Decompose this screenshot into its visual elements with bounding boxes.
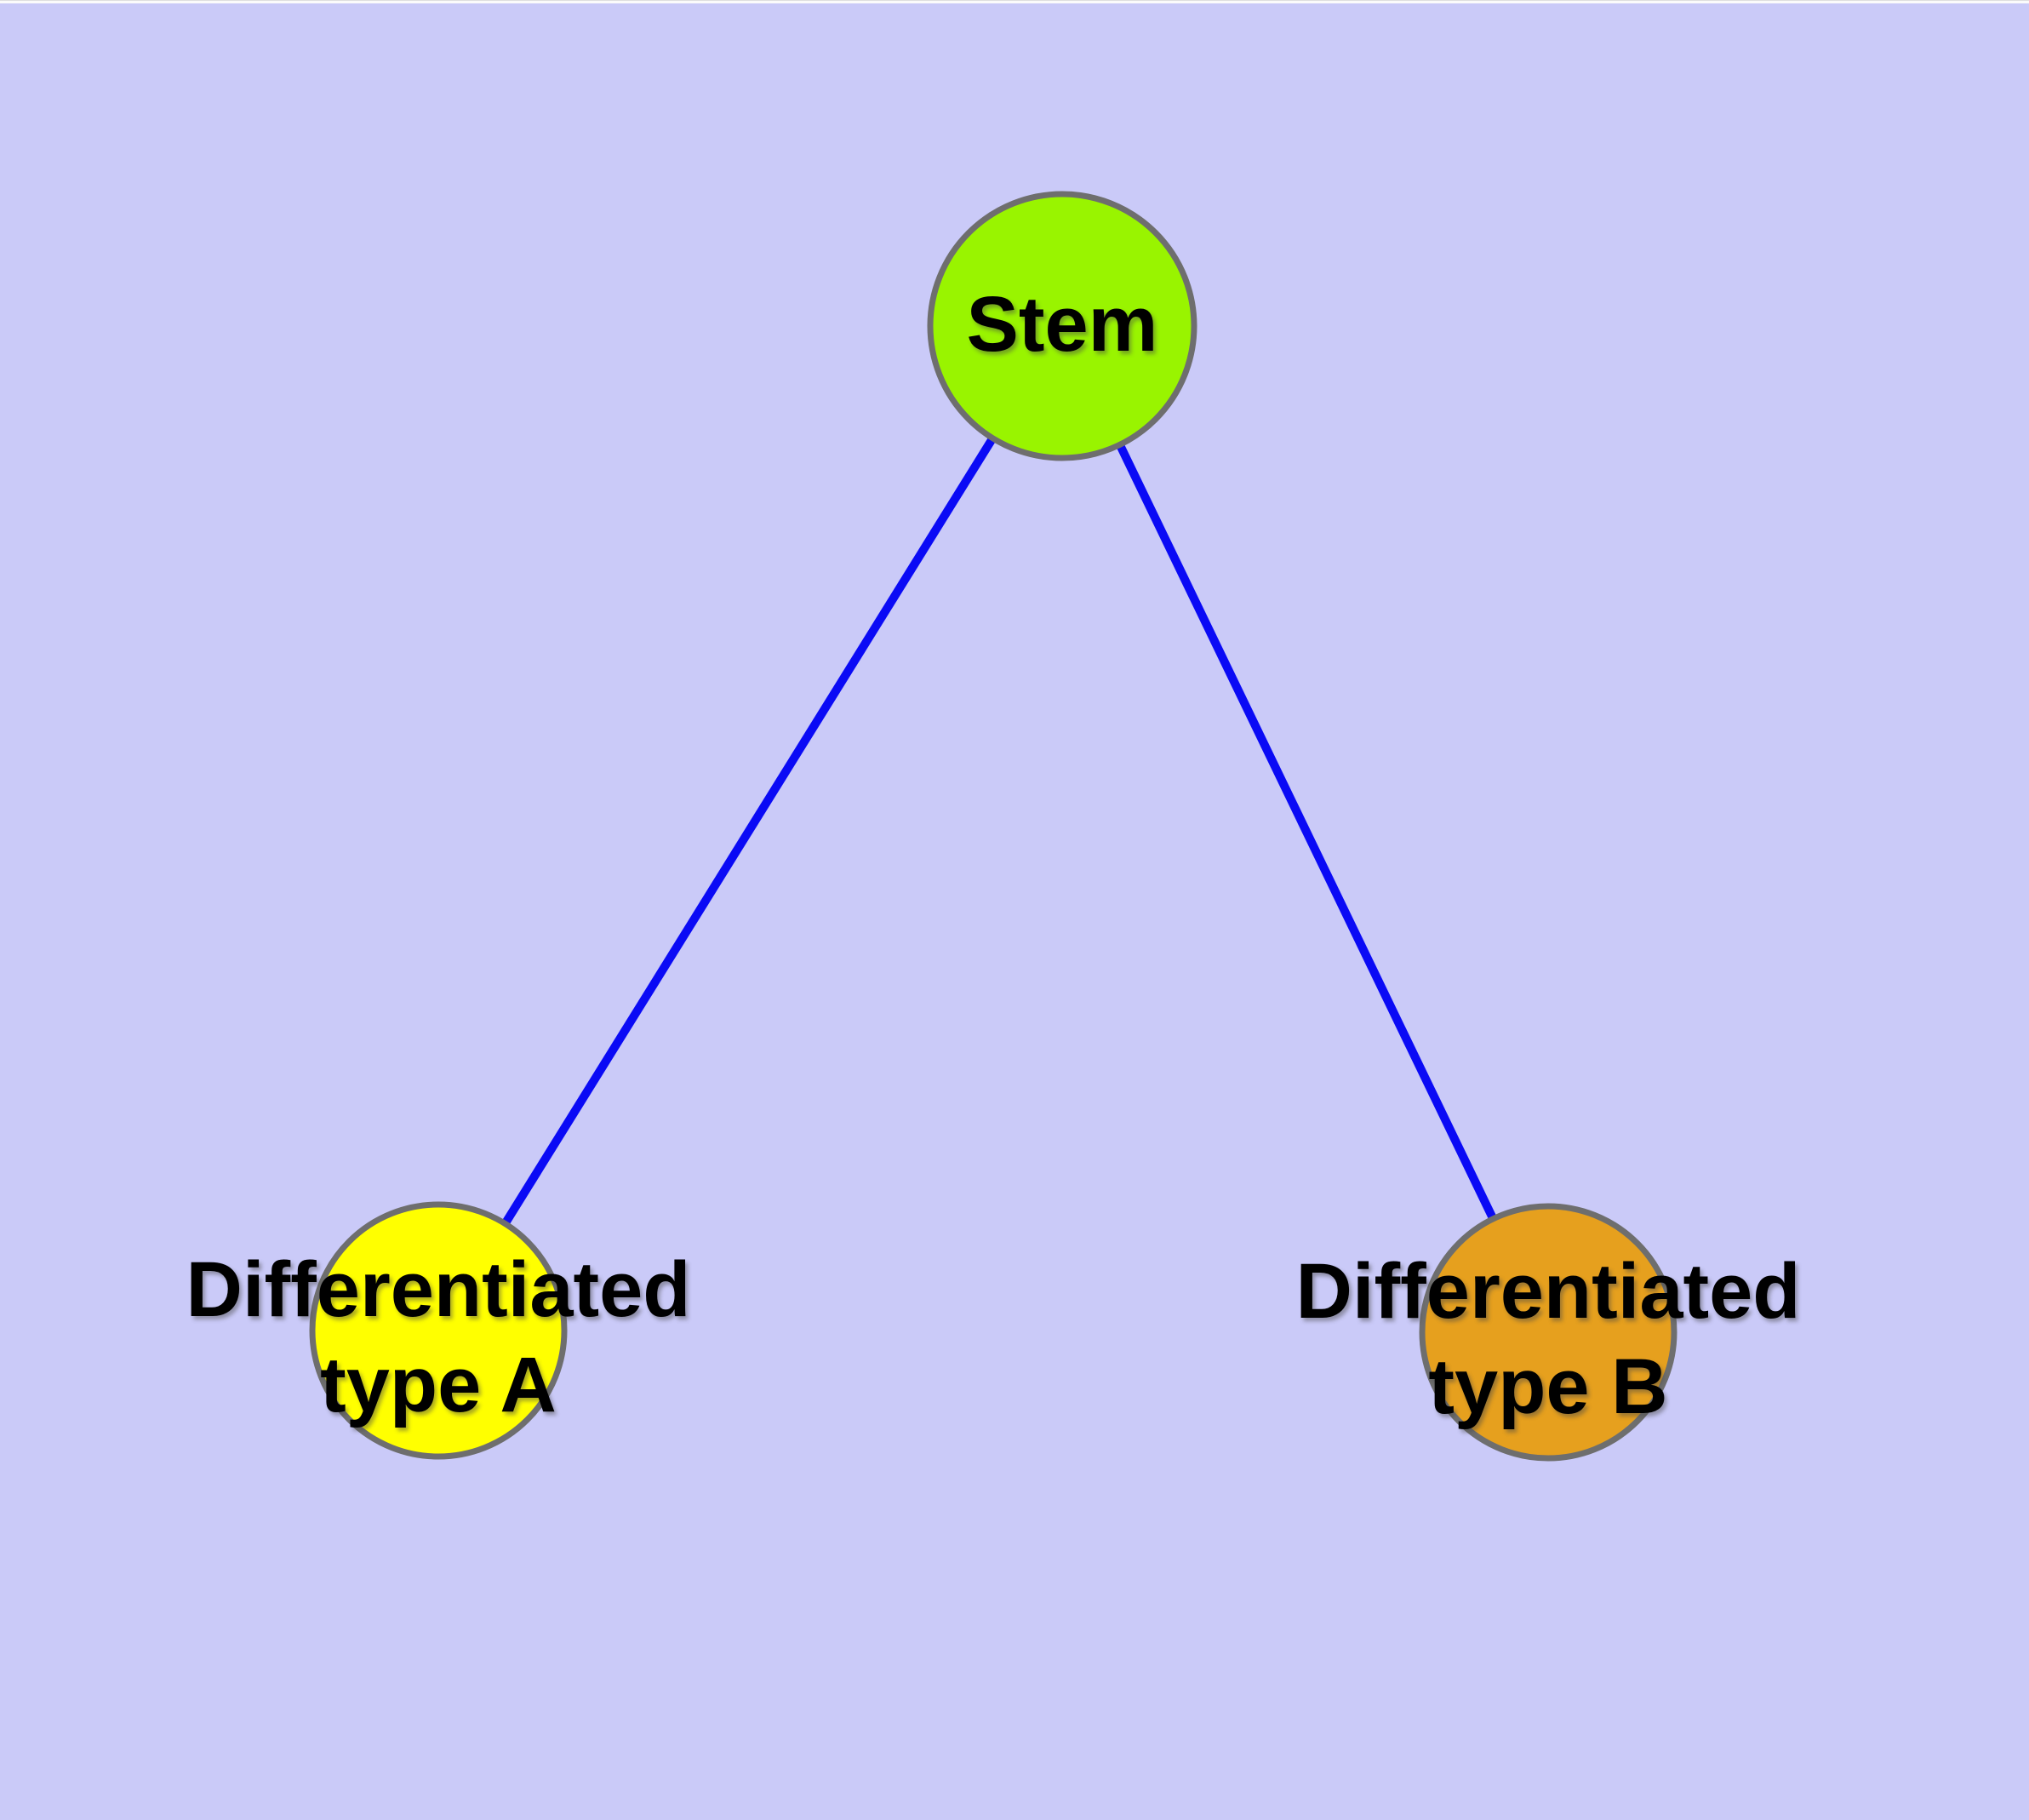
- node-differentiated-type-b[interactable]: [1419, 1203, 1677, 1462]
- window-top-edge: [0, 0, 2029, 3]
- edge-stem-to-type-b: [1117, 444, 1496, 1219]
- node-stem[interactable]: [927, 191, 1197, 461]
- edge-stem-to-type-a: [502, 438, 996, 1224]
- node-differentiated-type-a[interactable]: [309, 1201, 568, 1460]
